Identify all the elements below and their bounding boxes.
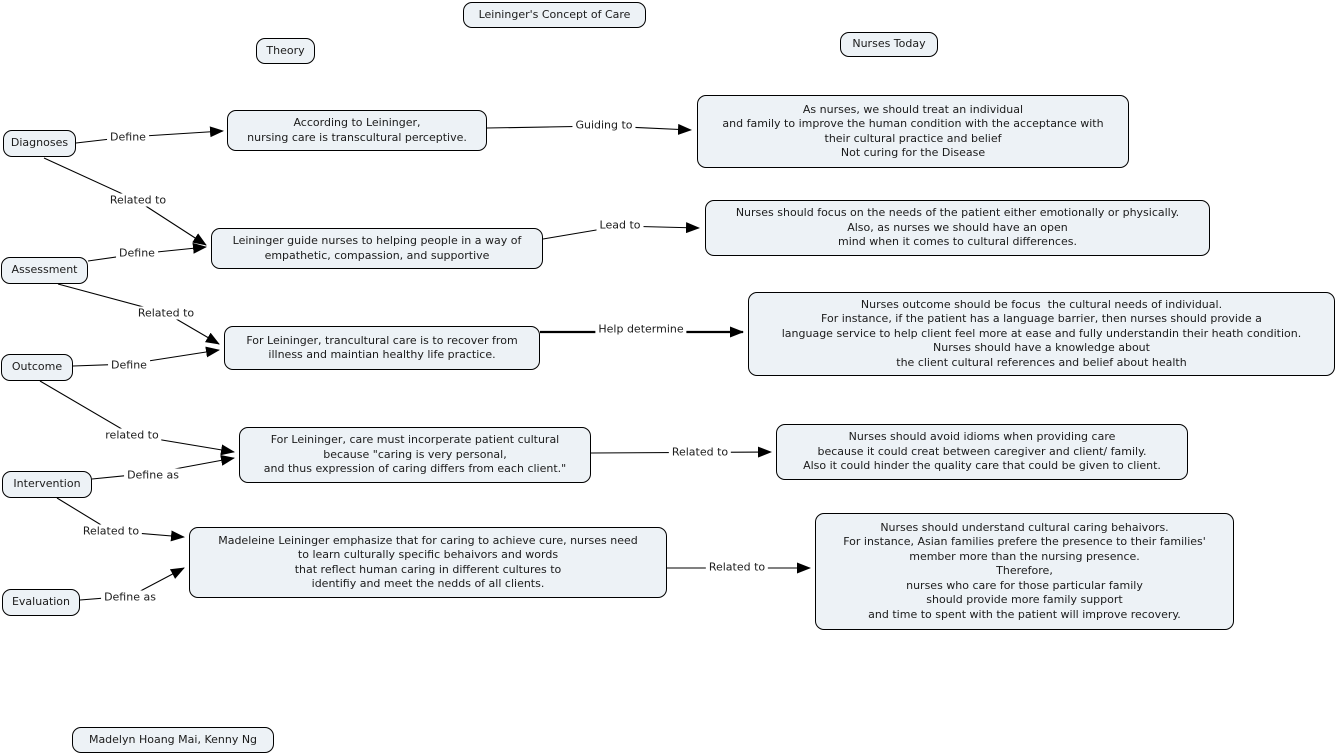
connector-line xyxy=(75,126,224,144)
node-theory-5[interactable]: Madeleine Leininger emphasize that for c… xyxy=(189,527,667,598)
node-theory-4[interactable]: For Leininger, care must incorperate pat… xyxy=(239,427,591,483)
edge-label-intervention-define-as[interactable]: Define as xyxy=(124,468,182,482)
edge-label-theory5-related-to[interactable]: Related to xyxy=(705,560,769,574)
edge-label-outcome-define[interactable]: Define xyxy=(108,358,150,372)
edge-label-outcome-related-to[interactable]: related to xyxy=(102,428,162,442)
edge-label-help-determine[interactable]: Help determine xyxy=(595,322,687,336)
node-authors[interactable]: Madelyn Hoang Mai, Kenny Ng xyxy=(72,727,274,753)
node-theory-2[interactable]: Leininger guide nurses to helping people… xyxy=(211,228,543,269)
edge-label-intervention-related-to[interactable]: Related to xyxy=(79,524,143,538)
node-assessment[interactable]: Assessment xyxy=(1,257,88,284)
edge-label-diagnoses-related-to[interactable]: Related to xyxy=(106,193,170,207)
node-nurses-2[interactable]: Nurses should focus on the needs of the … xyxy=(705,200,1210,256)
node-nurses-5[interactable]: Nurses should understand cultural caring… xyxy=(815,513,1234,630)
node-diagnoses[interactable]: Diagnoses xyxy=(3,130,76,157)
node-nurses-4[interactable]: Nurses should avoid idioms when providin… xyxy=(776,424,1188,480)
edge-label-assessment-related-to[interactable]: Related to xyxy=(134,306,198,320)
node-nurses-1[interactable]: As nurses, we should treat an individual… xyxy=(697,95,1129,168)
edge-label-evaluation-define-as[interactable]: Define as xyxy=(101,590,159,604)
edge-label-guiding-to[interactable]: Guiding to xyxy=(572,118,636,132)
node-outcome[interactable]: Outcome xyxy=(1,354,73,381)
edge-label-theory4-related-to[interactable]: Related to xyxy=(668,445,732,459)
node-theory-3[interactable]: For Leininger, trancultural care is to r… xyxy=(224,326,540,370)
node-evaluation[interactable]: Evaluation xyxy=(2,589,80,616)
node-nurses-3[interactable]: Nurses outcome should be focus the cultu… xyxy=(748,292,1335,376)
edge-label-assessment-define[interactable]: Define xyxy=(116,246,158,260)
node-theory-header[interactable]: Theory xyxy=(256,38,315,64)
edge-label-diagnoses-define[interactable]: Define xyxy=(107,130,149,144)
node-intervention[interactable]: Intervention xyxy=(2,471,92,498)
node-title[interactable]: Leininger's Concept of Care xyxy=(463,2,646,28)
edge-label-lead-to[interactable]: Lead to xyxy=(596,218,644,232)
node-nurses-today-header[interactable]: Nurses Today xyxy=(840,32,938,57)
node-theory-1[interactable]: According to Leininger, nursing care is … xyxy=(227,110,487,151)
